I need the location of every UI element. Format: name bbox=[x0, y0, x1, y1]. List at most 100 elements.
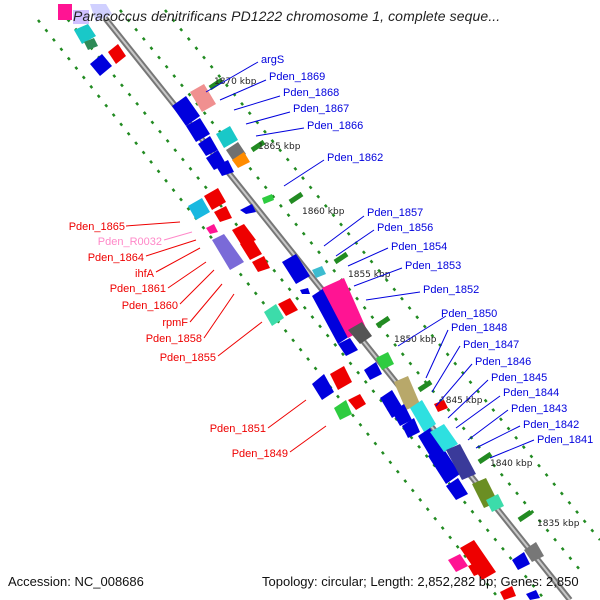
gene-block bbox=[232, 152, 250, 168]
tick-label: 1865 kbp bbox=[258, 142, 301, 152]
gene-label: Pden_1848 bbox=[451, 322, 507, 334]
gene-arrow-forward bbox=[282, 254, 310, 284]
gene-arrow-forward bbox=[402, 418, 420, 438]
gene-arrow-forward bbox=[312, 288, 350, 344]
gene-label: Pden_1850 bbox=[441, 308, 497, 320]
gene-block bbox=[312, 266, 326, 278]
gene-blocks-1850 bbox=[312, 366, 366, 420]
gene-label: Pden_1851 bbox=[210, 423, 266, 435]
gene-block bbox=[394, 376, 420, 410]
gene-label: Pden_1846 bbox=[475, 356, 531, 368]
tick-label: 1840 kbp bbox=[490, 459, 533, 469]
gene-label: Pden_1855 bbox=[160, 352, 216, 364]
gene-arrow-forward bbox=[216, 160, 234, 176]
gene-arrow-forward bbox=[300, 288, 310, 294]
reverse-leader-lines bbox=[125, 221, 327, 453]
gene-blocks-1855 bbox=[282, 254, 394, 380]
gene-arrow-reverse bbox=[252, 256, 270, 272]
tick-label: 1845 kbp bbox=[440, 396, 483, 406]
gene-arrow-reverse bbox=[434, 400, 448, 412]
gene-block bbox=[206, 224, 218, 234]
gene-block bbox=[188, 198, 210, 220]
gene-label: Pden_1842 bbox=[523, 419, 579, 431]
gene-block bbox=[446, 444, 476, 480]
gene-label-argS: argS bbox=[261, 54, 284, 66]
gene-arrow-forward bbox=[446, 478, 468, 500]
gene-label: Pden_1841 bbox=[537, 434, 593, 446]
gene-label: Pden_1868 bbox=[283, 87, 339, 99]
gene-arrow-forward bbox=[418, 428, 442, 456]
reverse-gene-labels: Pden_1865 Pden_R0032 Pden_1864 ihfA Pden… bbox=[69, 221, 288, 460]
gene-arrow-forward bbox=[312, 374, 334, 400]
gene-blocks-1845 bbox=[380, 376, 504, 512]
gene-blocks-bottom bbox=[448, 540, 544, 600]
gene-label-rpmF: rpmF bbox=[162, 317, 188, 329]
gene-label: Pden_1864 bbox=[88, 252, 144, 264]
gene-arrow-forward bbox=[90, 54, 112, 76]
gene-blocks-reverse-1865 bbox=[188, 188, 298, 326]
tick-marks bbox=[208, 77, 533, 523]
gene-arrow-reverse bbox=[460, 540, 496, 580]
gene-block bbox=[90, 4, 112, 22]
gene-label: Pden_1860 bbox=[122, 300, 178, 312]
gene-arrow-forward bbox=[240, 204, 256, 214]
gene-arrow-reverse bbox=[240, 238, 262, 260]
gene-label: Pden_1858 bbox=[146, 333, 202, 345]
gene-block bbox=[74, 24, 96, 44]
gene-block bbox=[216, 126, 238, 148]
forward-gene-labels: argS Pden_1869 Pden_1868 Pden_1867 Pden_… bbox=[261, 54, 593, 446]
gene-label: Pden_1856 bbox=[377, 222, 433, 234]
gene-block bbox=[84, 38, 98, 50]
gene-block bbox=[524, 542, 544, 562]
gene-label: Pden_1862 bbox=[327, 152, 383, 164]
gene-label: Pden_1866 bbox=[307, 120, 363, 132]
dotted-tracks bbox=[37, 9, 600, 600]
gene-arrow-forward bbox=[428, 446, 460, 484]
gene-arrow-forward bbox=[392, 404, 412, 426]
tick-label: 1860 kbp bbox=[302, 207, 345, 217]
gene-block bbox=[486, 494, 504, 512]
gene-label: Pden_1853 bbox=[405, 260, 461, 272]
tick-label: 1870 kbp bbox=[214, 77, 257, 87]
map-title: Paracoccus denitrificans PD1222 chromoso… bbox=[73, 8, 501, 24]
gene-label: Pden_1849 bbox=[232, 448, 288, 460]
gene-arrow-reverse bbox=[468, 562, 484, 576]
gene-arrow-reverse bbox=[348, 394, 366, 410]
gene-block bbox=[262, 194, 274, 204]
gene-arrow-forward bbox=[512, 552, 530, 570]
gene-block bbox=[58, 4, 72, 20]
gene-block bbox=[410, 400, 436, 432]
gene-block bbox=[334, 400, 352, 420]
gene-arrow-forward bbox=[172, 96, 200, 126]
gene-arrow-forward bbox=[364, 362, 382, 380]
gene-blocks-top bbox=[58, 4, 126, 76]
gene-label: Pden_1854 bbox=[391, 241, 447, 253]
gene-arrow-reverse bbox=[108, 44, 126, 64]
gene-block bbox=[190, 84, 216, 112]
gene-block bbox=[212, 234, 244, 270]
gene-label: Pden_1852 bbox=[423, 284, 479, 296]
gene-block bbox=[448, 554, 468, 572]
gene-blocks-1870 bbox=[172, 84, 274, 214]
gene-label: Pden_1869 bbox=[269, 71, 325, 83]
gene-block bbox=[73, 10, 89, 24]
gene-label-rna: Pden_R0032 bbox=[98, 236, 162, 248]
gene-arrow-reverse bbox=[500, 586, 516, 600]
tick-labels: 1870 kbp 1865 kbp 1860 kbp 1855 kbp 1850… bbox=[214, 77, 580, 529]
tick-label: 1850 kbp bbox=[394, 335, 437, 345]
gene-label: Pden_1844 bbox=[503, 387, 559, 399]
gene-arrow-forward bbox=[186, 118, 210, 142]
gene-block bbox=[430, 424, 458, 452]
gene-label-ihfA: ihfA bbox=[135, 268, 155, 280]
gene-arrow-reverse bbox=[214, 206, 232, 222]
forward-leader-lines bbox=[205, 61, 535, 459]
gene-arrow-forward bbox=[198, 136, 218, 156]
gene-label: Pden_1867 bbox=[293, 103, 349, 115]
gene-label: Pden_1865 bbox=[69, 221, 125, 233]
gene-block bbox=[322, 278, 366, 338]
gene-block bbox=[264, 304, 284, 326]
gene-arrow-forward bbox=[526, 590, 540, 600]
gene-label: Pden_1843 bbox=[511, 403, 567, 415]
